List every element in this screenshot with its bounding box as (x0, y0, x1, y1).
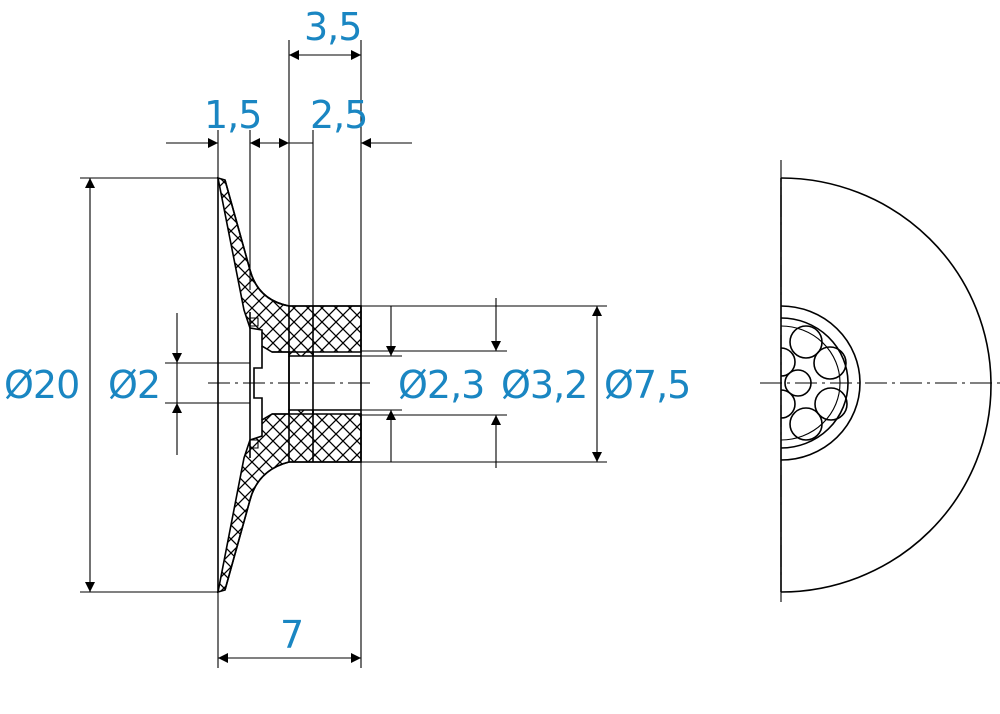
dim-hub-diameter: Ø7,5 (604, 363, 690, 407)
section-view (208, 176, 372, 594)
dimension-lines (80, 40, 607, 668)
dim-top-width: 3,5 (304, 5, 361, 49)
outer-half-circle (780, 177, 992, 593)
dim-inner-diameter-a: Ø2,3 (398, 363, 484, 407)
flange-skin-lower (224, 461, 290, 591)
front-view (760, 160, 1000, 606)
dimension-labels: 3,5 1,5 2,5 Ø20 Ø2 Ø2,3 Ø3,2 Ø7,5 7 (4, 5, 691, 657)
dim-right-width: 2,5 (310, 93, 367, 137)
dim-total-length: 7 (280, 613, 303, 657)
hole-pattern (780, 325, 848, 441)
dim-outer-diameter: Ø20 (4, 363, 79, 407)
dim-inner-diameter-b: Ø3,2 (501, 363, 587, 407)
face-teeth (250, 317, 259, 449)
dim-bore-diameter: Ø2 (108, 363, 160, 407)
hub-outline (289, 305, 362, 463)
dim-left-thickness: 1,5 (204, 93, 261, 137)
